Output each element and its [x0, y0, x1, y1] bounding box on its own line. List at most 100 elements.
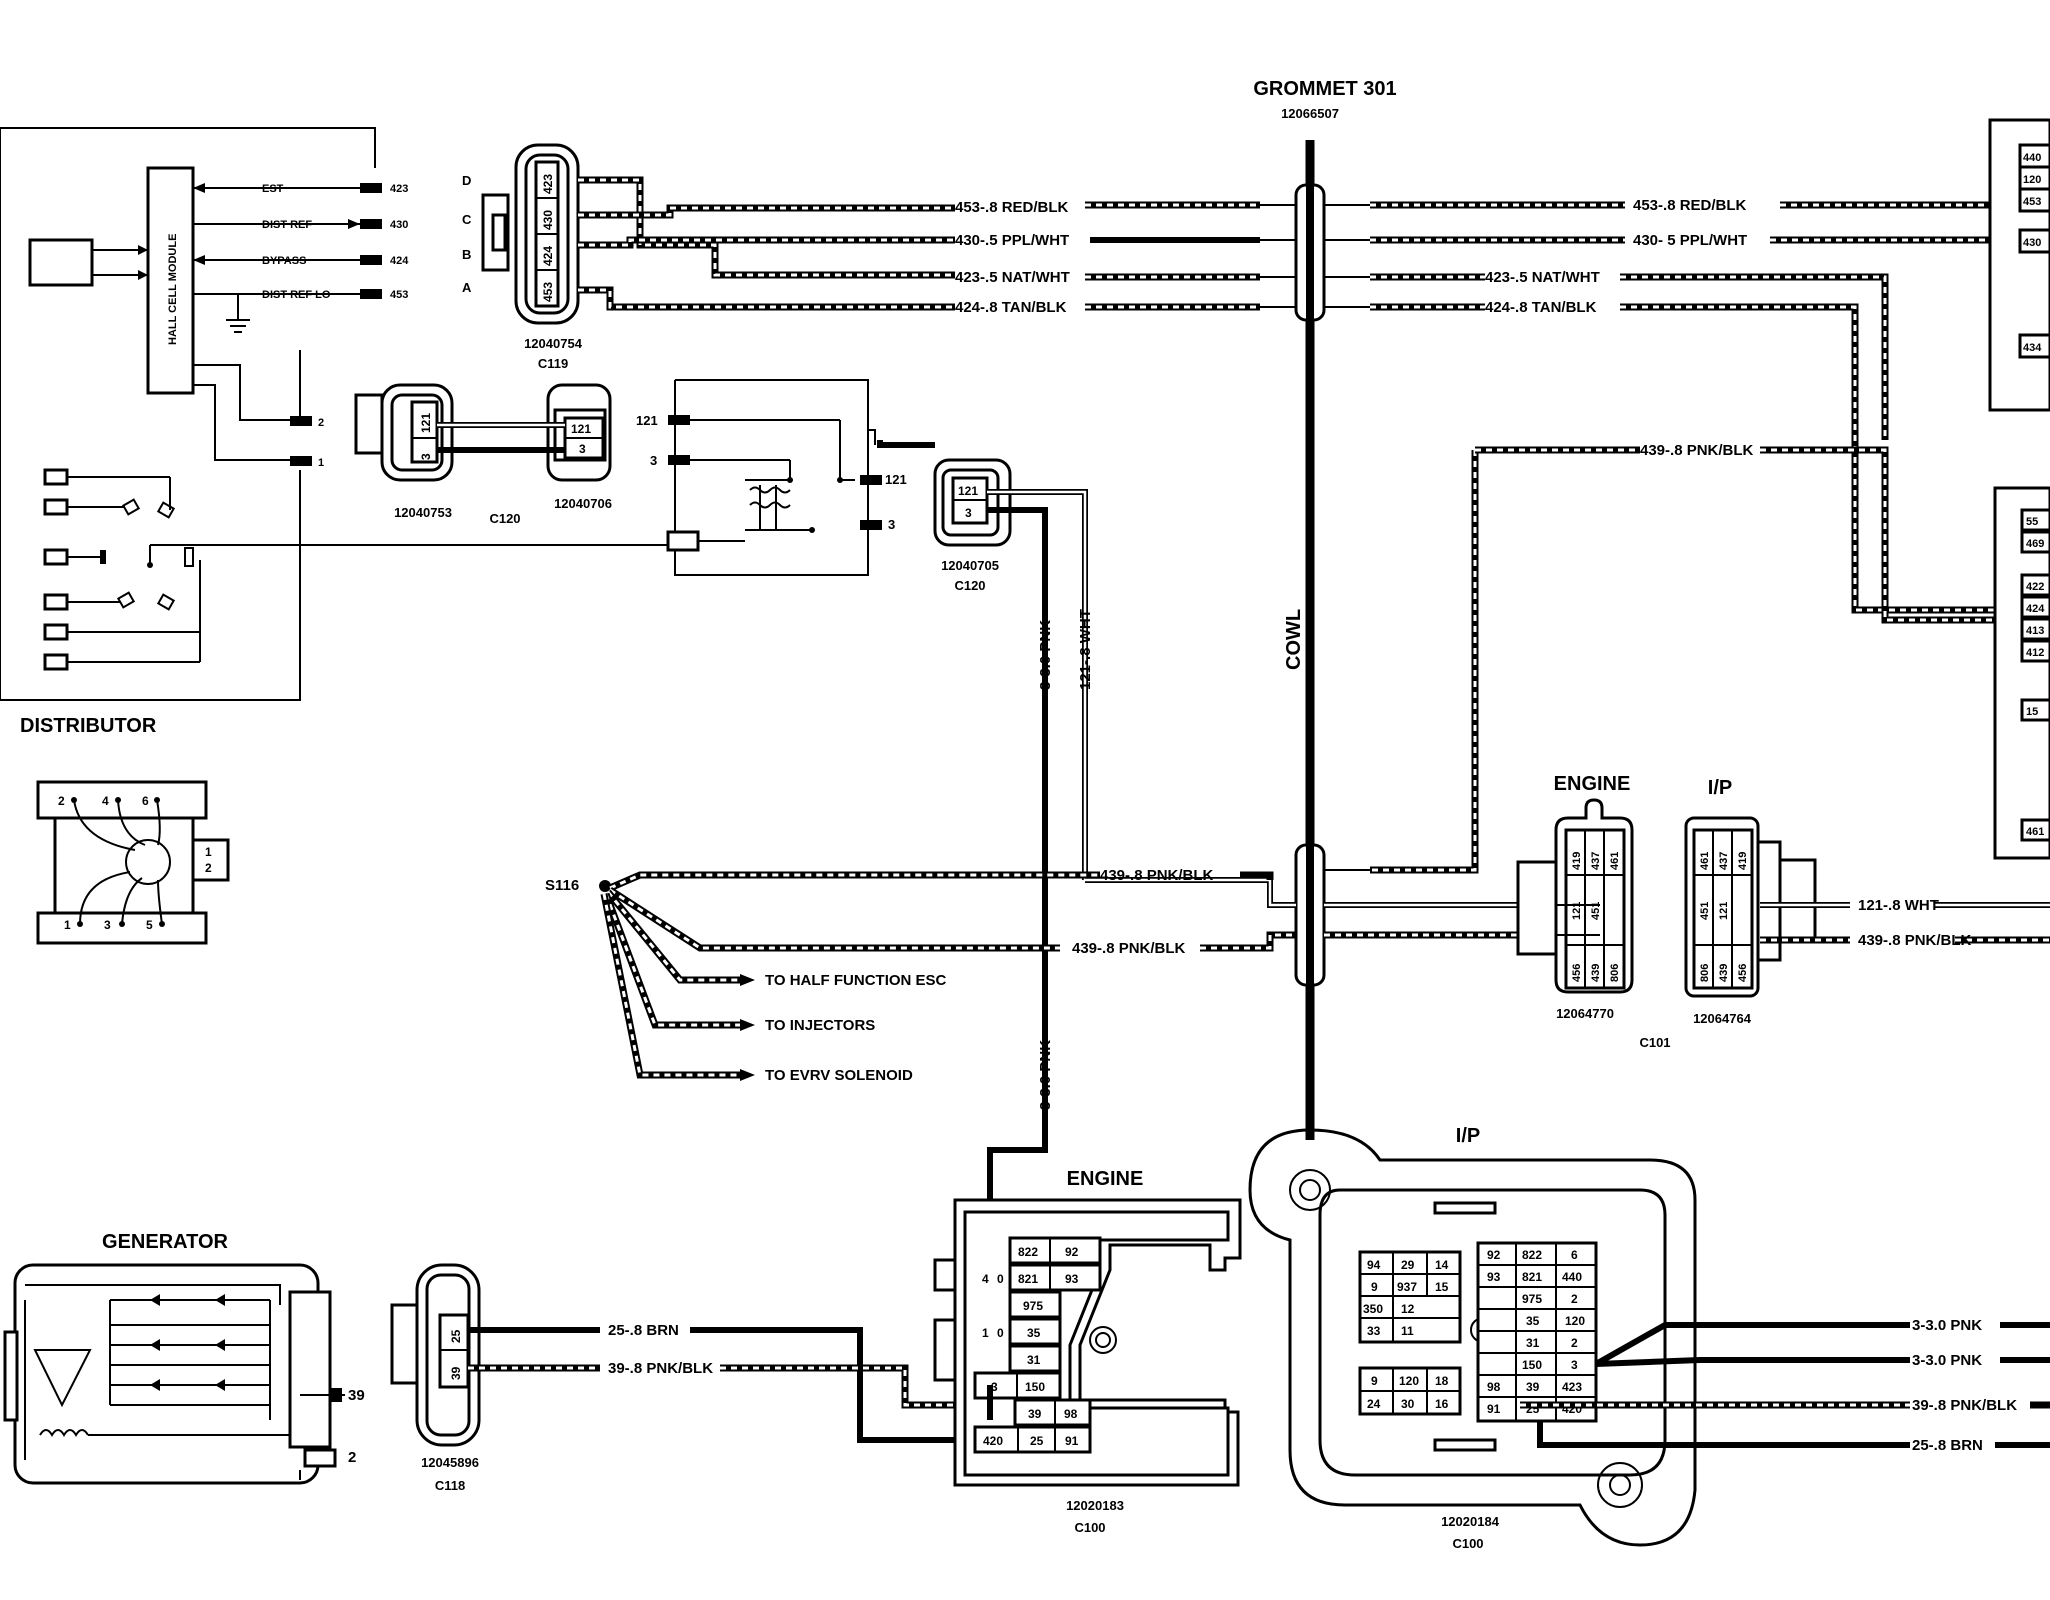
svg-text:2: 2: [1571, 1292, 1578, 1306]
svg-text:451: 451: [1699, 902, 1711, 920]
wire-453-right: 453-.8 RED/BLK: [1633, 197, 1747, 214]
c101-name: C101: [1639, 1035, 1670, 1050]
svg-text:55: 55: [2026, 516, 2038, 528]
svg-text:423: 423: [541, 174, 555, 194]
s116-wire-lower: 439-.8 PNK/BLK: [1072, 940, 1186, 957]
svg-text:456: 456: [1737, 964, 1749, 982]
svg-text:92: 92: [1065, 1245, 1079, 1259]
dest-injectors: TO INJECTORS: [765, 1017, 875, 1034]
signal-est: EST: [262, 183, 284, 195]
svg-text:98: 98: [1487, 1380, 1501, 1394]
svg-text:419: 419: [1571, 852, 1583, 870]
c120-right-name: C120: [954, 578, 985, 593]
svg-text:440: 440: [1562, 1270, 1582, 1284]
svg-text:121: 121: [636, 413, 658, 428]
svg-text:15: 15: [2026, 706, 2038, 718]
svg-text:29: 29: [1401, 1258, 1415, 1272]
ip-wire-3-pnk-1: [1594, 1322, 1910, 1367]
svg-text:3: 3: [1571, 1358, 1578, 1372]
c101-engine-part: 12064770: [1556, 1006, 1614, 1021]
svg-text:419: 419: [1737, 852, 1749, 870]
c101-ip-part: 12064764: [1693, 1011, 1752, 1026]
hall-cell-module: [146, 166, 195, 395]
svg-text:461: 461: [1699, 852, 1711, 870]
distributor-signals: EST 423 DIST REF 430 BYPASS 424 DIST REF…: [193, 183, 409, 333]
svg-text:16: 16: [1435, 1397, 1449, 1411]
svg-text:456: 456: [1571, 964, 1583, 982]
connector-c119: 423 430 424 453 D C B A: [462, 143, 580, 325]
svg-text:25: 25: [1030, 1434, 1044, 1448]
svg-text:1: 1: [64, 918, 71, 932]
c119-part: 12040754: [524, 336, 583, 351]
wire-423-right: 423-.5 NAT/WHT: [1485, 269, 1600, 286]
svg-text:120: 120: [1565, 1314, 1585, 1328]
svg-text:33: 33: [1367, 1324, 1381, 1338]
svg-text:822: 822: [1522, 1248, 1542, 1262]
svg-text:975: 975: [1522, 1292, 1542, 1306]
c118-part: 12045896: [421, 1455, 479, 1470]
svg-text:35: 35: [1027, 1326, 1041, 1340]
ip-wire-label-1: 3-3.0 PNK: [1912, 1317, 1982, 1334]
svg-text:434: 434: [2023, 342, 2042, 354]
distributor-outline: [0, 128, 301, 701]
c100-ip-part: 12020184: [1441, 1514, 1500, 1529]
connector-c120-mid: 121 3: [546, 383, 612, 482]
c100-ip-title: I/P: [1456, 1125, 1480, 1147]
svg-text:412: 412: [2026, 647, 2044, 659]
svg-text:1: 1: [205, 845, 212, 859]
svg-text:150: 150: [1522, 1358, 1542, 1372]
svg-text:975: 975: [1023, 1299, 1043, 1313]
c100-ip-name: C100: [1452, 1536, 1483, 1551]
wire-453-left: 453-.8 RED/BLK: [955, 199, 1069, 216]
c118-wire-39: 39-.8 PNK/BLK: [608, 1360, 713, 1377]
svg-text:437: 437: [1718, 852, 1730, 870]
generator: [3, 1263, 345, 1485]
c118-wire-25: 25-.8 BRN: [608, 1322, 679, 1339]
svg-text:430: 430: [2023, 237, 2041, 249]
wire-423-left: 423-.5 NAT/WHT: [955, 269, 1070, 286]
svg-text:453: 453: [541, 282, 555, 302]
svg-text:12: 12: [1401, 1302, 1415, 1316]
c118-name: C118: [435, 1478, 465, 1493]
c120-name: C120: [489, 511, 520, 526]
svg-text:9: 9: [1371, 1280, 1378, 1294]
wire-439-right: 439-.8 PNK/BLK: [1640, 442, 1754, 459]
c120-right-part: 12040705: [941, 558, 999, 573]
hall-cell-module-label: HALL CELL MODULE: [167, 234, 179, 345]
svg-text:469: 469: [2026, 538, 2044, 550]
svg-text:2: 2: [1571, 1336, 1578, 1350]
c100-engine-title: ENGINE: [1067, 1168, 1144, 1190]
svg-text:3: 3: [888, 517, 895, 532]
distributor-title: DISTRIBUTOR: [20, 715, 157, 737]
dist-pin-1: 1: [318, 457, 324, 469]
svg-text:31: 31: [1027, 1353, 1041, 1367]
c101-engine-title: ENGINE: [1554, 773, 1631, 795]
svg-text:39: 39: [1028, 1407, 1042, 1421]
svg-text:413: 413: [2026, 625, 2044, 637]
ip-wire-label-4: 25-.8 BRN: [1912, 1437, 1983, 1454]
grommet-part: 12066507: [1281, 106, 1339, 121]
signal-dist-ref-lo-circuit: 453: [390, 289, 408, 301]
ip-wire-label-3: 39-.8 PNK/BLK: [1912, 1397, 2017, 1414]
ip-wire-label-2: 3-3.0 PNK: [1912, 1352, 1982, 1369]
svg-text:822: 822: [1018, 1245, 1038, 1259]
right-edge-connector-mid: 55 469 422 424 413 412 15 461: [1993, 486, 2050, 860]
upper-harness-left: [578, 176, 1296, 311]
signal-dist-ref-lo: DIST REF LO: [262, 289, 331, 301]
connector-c101-engine: 419 437 461 121 451 456 439 806: [1516, 798, 1634, 994]
c101-wire-wht: 121-.8 WHT: [1858, 897, 1939, 914]
svg-text:24: 24: [1367, 1397, 1381, 1411]
svg-text:821: 821: [1522, 1270, 1542, 1284]
svg-text:437: 437: [1590, 852, 1602, 870]
connector-c100-engine: 822 92 4 0 821 93 975 1 0 35 31 3 150 39…: [933, 1198, 1242, 1487]
svg-text:350: 350: [1363, 1302, 1383, 1316]
grommet-title: GROMMET 301: [1253, 78, 1396, 100]
svg-text:11: 11: [1401, 1324, 1414, 1338]
svg-text:3: 3: [104, 918, 111, 932]
svg-text:6: 6: [142, 794, 149, 808]
svg-text:120: 120: [1399, 1374, 1419, 1388]
generator-terminal-2: 2: [348, 1449, 356, 1466]
ip-wire-3-pnk-2: [1595, 1357, 1910, 1367]
generator-title: GENERATOR: [102, 1231, 228, 1253]
c101-wire-pnkblk: 439-.8 PNK/BLK: [1858, 932, 1972, 949]
